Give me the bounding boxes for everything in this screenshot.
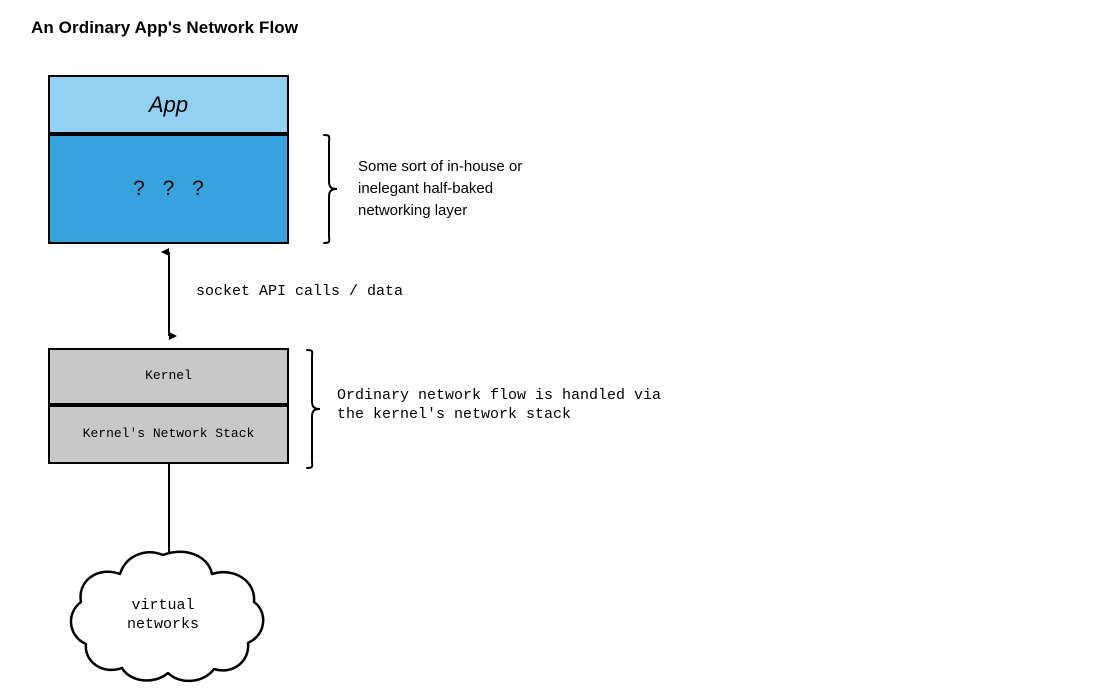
kernel-annotation-brace-icon — [306, 349, 321, 469]
kernel-annotation-text: Ordinary network flow is handled via the… — [337, 387, 662, 423]
app-annotation-text: Some sort of in-house or inelegant half-… — [358, 158, 523, 219]
kernel-to-cloud-arrow-icon — [168, 464, 178, 560]
inhouse-layer-label: ? ? ? — [133, 176, 210, 200]
virtual-networks-cloud: virtual networks — [58, 549, 268, 683]
cloud-shape-icon — [69, 550, 265, 682]
page-title: An Ordinary App's Network Flow — [31, 18, 299, 37]
socket-api-label: socket API calls / data — [196, 283, 404, 300]
kernel-network-stack-box: Kernel's Network Stack — [48, 405, 289, 464]
app-box: App — [48, 75, 289, 134]
app-annotation-brace-icon — [323, 134, 338, 244]
kernel-box: Kernel — [48, 348, 289, 405]
cloud-label: virtual networks — [126, 597, 199, 633]
app-box-label: App — [148, 91, 189, 117]
inhouse-networking-layer-box: ? ? ? — [48, 134, 289, 244]
socket-api-double-arrow-icon — [161, 248, 177, 340]
kernel-box-label: Kernel — [145, 368, 192, 384]
kernel-network-stack-label: Kernel's Network Stack — [82, 426, 255, 442]
